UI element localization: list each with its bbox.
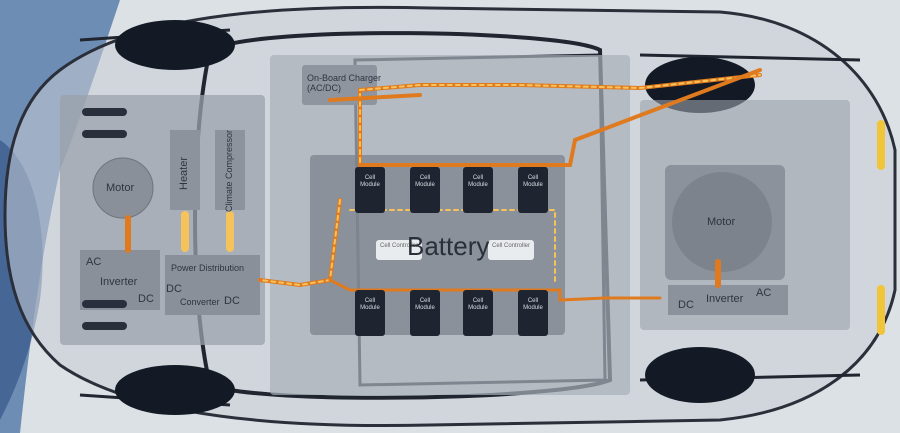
cell-module: Cell Module (518, 167, 548, 213)
cell-module: Cell Module (463, 290, 493, 336)
cell-module: Cell Module (355, 290, 385, 336)
cell-module: Cell Module (410, 167, 440, 213)
power-distribution-label: Power Distribution (171, 263, 245, 273)
left-ac-label: AC (86, 256, 102, 268)
converter-dc-left-label: DC (166, 283, 182, 295)
cell-module: Cell Module (518, 290, 548, 336)
left-inverter-label: Inverter (100, 276, 138, 288)
cell-controller: Cell Controller (488, 240, 534, 260)
cell-module: Cell Module (410, 290, 440, 336)
heater-label: Heater (178, 156, 190, 190)
compressor-label: Climate Compressor (224, 129, 234, 212)
converter-label: Converter (180, 297, 220, 307)
battery-label: Battery (407, 231, 490, 261)
right-inverter-label: Inverter (706, 293, 744, 305)
converter-dc-right-label: DC (224, 295, 240, 307)
left-motor-label: Motor (106, 182, 135, 194)
right-dc-label: DC (678, 299, 694, 311)
charger-label: On-Board Charger (AC/DC) (307, 73, 382, 93)
cell-controller: Cell Controller (376, 240, 422, 260)
right-motor-label: Motor (707, 216, 736, 228)
cell-module: Cell Module (355, 167, 385, 213)
left-inverter-dc-label: DC (138, 293, 154, 305)
right-ac-label: AC (756, 287, 772, 299)
cell-module: Cell Module (463, 167, 493, 213)
